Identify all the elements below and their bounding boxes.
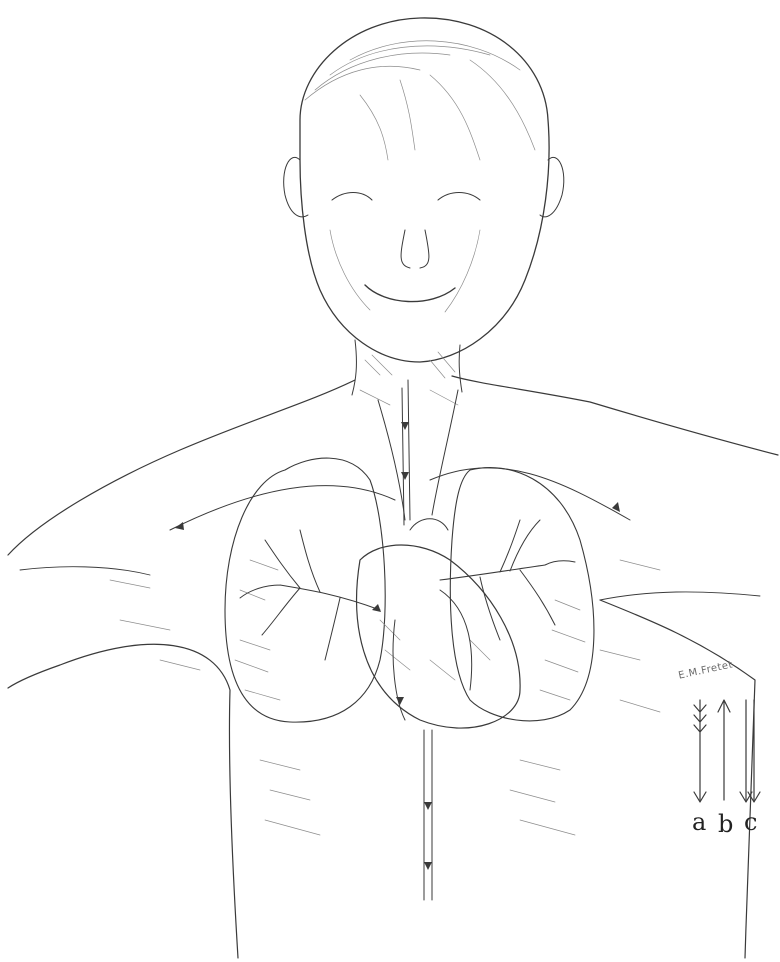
key-label-b: b: [718, 812, 733, 836]
key-label-a: a: [692, 810, 706, 834]
right-lung: [450, 468, 594, 721]
bronchial-tree-left: [240, 530, 380, 660]
feathered-arrow-down-icon: [694, 700, 706, 802]
key-label-c: c: [744, 810, 757, 834]
bronchial-tree-right: [440, 520, 575, 640]
arrow-up-icon: [718, 700, 730, 800]
double-arrow-down-icon: [740, 700, 760, 802]
heart: [357, 519, 520, 728]
flow-arrows: [175, 422, 620, 870]
head: [284, 18, 564, 362]
neck: [352, 340, 462, 405]
